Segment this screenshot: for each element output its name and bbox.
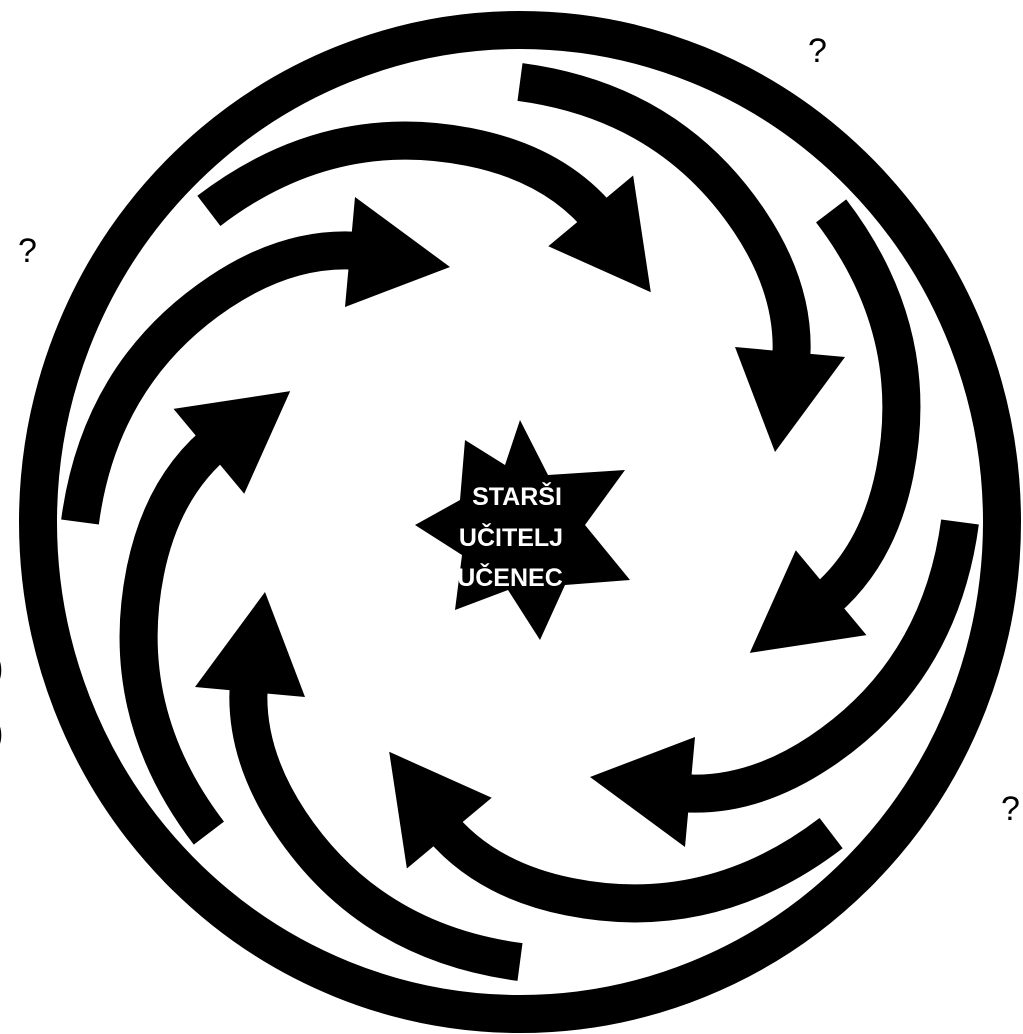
- question-mark-bottom-right: ?: [1001, 790, 1020, 828]
- edge-mark-upper: ): [0, 647, 4, 689]
- center-label-ucitelj: UČITELJ: [459, 522, 563, 552]
- question-mark-left: ?: [18, 232, 37, 270]
- center-label-starsi: STARŠI: [472, 481, 562, 511]
- question-mark-top-right: ?: [808, 32, 827, 70]
- center-label-ucenec: UČENEC: [457, 562, 563, 592]
- edge-mark-lower: ): [0, 712, 4, 754]
